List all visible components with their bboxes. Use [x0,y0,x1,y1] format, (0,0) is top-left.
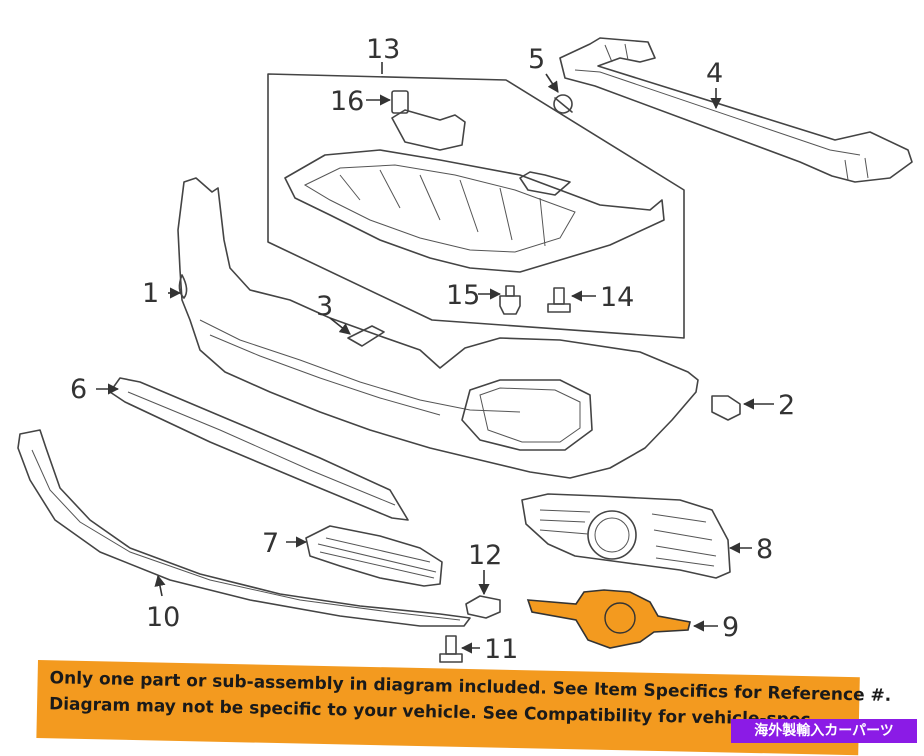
bolt-part-11 [439,635,463,663]
callout-14: 14 [600,282,634,313]
callout-labels: 1 2 3 4 5 6 7 8 9 10 11 12 13 14 15 16 [70,34,795,665]
lower-molding-part-10 [17,429,471,627]
callout-5: 5 [528,44,545,75]
skid-plate-group-box [267,73,685,339]
callout-3: 3 [316,291,333,322]
callout-15: 15 [446,280,480,311]
fastener-part-14 [547,287,571,313]
leader-lines [96,62,774,654]
import-parts-tag: 海外製輸入カーパーツ [731,719,917,743]
upper-strip-part-6 [109,377,409,521]
bumper-cover-part [177,177,699,479]
callout-6: 6 [70,374,87,405]
callout-9: 9 [722,612,739,643]
vent-part-7 [305,525,443,587]
callout-16: 16 [330,86,364,117]
bracket-part-3 [347,325,385,347]
push-pin-part-2 [711,395,741,421]
callout-2: 2 [778,390,795,421]
reinforcement-beam-part [559,37,913,183]
callout-7: 7 [262,528,279,559]
clip-part-12 [465,595,501,619]
bolt-part-5 [553,94,573,114]
fog-trim-part-9 [526,589,691,649]
clip-part-16 [391,90,409,114]
fastener-part-15 [499,285,521,315]
callout-13: 13 [366,34,400,65]
callout-1: 1 [142,278,159,309]
fog-bezel-part-8 [521,493,731,579]
callout-4: 4 [706,58,723,89]
callout-10: 10 [146,602,180,633]
callout-11: 11 [484,634,518,665]
skid-plate-part [284,109,665,273]
callout-8: 8 [756,534,773,565]
callout-12: 12 [468,540,502,571]
